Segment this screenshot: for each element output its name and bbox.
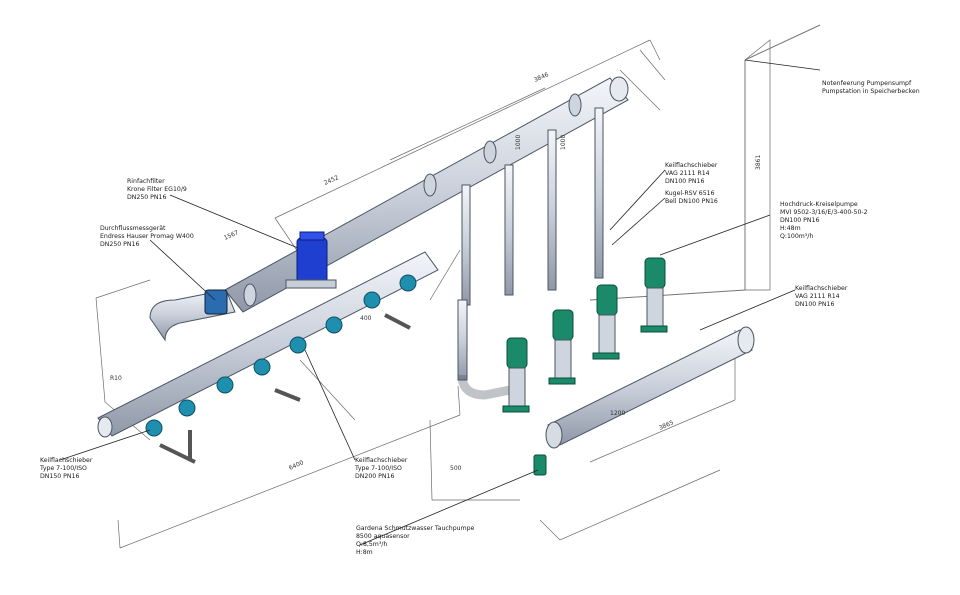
note-gvc-3: DN200 PN16 <box>355 473 394 480</box>
pumps <box>502 257 668 413</box>
dim-short-a: 1000 <box>515 135 522 150</box>
note-filter-2: Krone Filter EG10/9 <box>127 186 187 193</box>
pipe-supports <box>159 313 411 464</box>
sump-pump <box>533 454 547 476</box>
dim-vert-1: 3861 <box>755 155 762 170</box>
dim-bottom-long: 6400 <box>288 459 305 472</box>
pump-1 <box>502 337 530 413</box>
dim-short-b: 1000 <box>560 135 567 150</box>
note-bc-2: Bell DN100 PN16 <box>665 198 718 205</box>
note-flowmeter-1: Durchflussmessgerät <box>100 225 166 232</box>
note-gvc-1: Keilflachschieber <box>355 457 408 464</box>
note-bc-1: Kugel-RSV 6516 <box>665 190 715 197</box>
note-gvt-2: VAG 2111 R14 <box>665 170 710 177</box>
note-gvr-1: Keilflachschieber <box>795 285 848 292</box>
note-pump-3: DN100 PN16 <box>780 217 819 224</box>
pump-3 <box>592 284 620 360</box>
note-pump-4: H:48m <box>780 225 801 232</box>
pipe-flanges <box>243 93 582 307</box>
leader-lines <box>59 59 821 546</box>
note-filter-1: Rinfachfilter <box>127 178 165 185</box>
note-sump-1: Gardena Schmutzwasser Tauchpumpe <box>356 525 475 532</box>
note-flowmeter-3: DN250 PN16 <box>100 241 139 248</box>
note-tank-2: Pumpstation in Speicherbecken <box>822 88 920 95</box>
annotation-gate-valve-top: Keilflachschieber VAG 2111 R14 DN100 PN1… <box>665 162 718 185</box>
dim-misc-1: 500 <box>450 465 462 472</box>
dim-misc-3: 1200 <box>610 410 625 417</box>
note-sump-4: H:8m <box>356 549 373 556</box>
pump-4 <box>640 257 668 333</box>
dim-small-1: 1567 <box>223 229 240 242</box>
annotation-sump-pump: Gardena Schmutzwasser Tauchpumpe 8500 aq… <box>356 525 475 556</box>
note-gvl-3: DN150 PN16 <box>40 473 79 480</box>
annotation-tank-feed: Notenfeerung Pumpensumpf Pumpstation in … <box>822 80 920 95</box>
annotation-flowmeter: Durchflussmessgerät Endress Hauser Proma… <box>100 225 194 248</box>
note-pump-5: Q:100m³/h <box>780 233 813 240</box>
note-sump-2: 8500 aquasensor <box>356 533 410 540</box>
note-flowmeter-2: Endress Hauser Promag W400 <box>100 233 194 240</box>
dim-right-bottom: 3865 <box>658 419 675 432</box>
annotation-ball-check: Kugel-RSV 6516 Bell DN100 PN16 <box>665 190 718 205</box>
vertical-risers <box>457 107 604 400</box>
pump-2 <box>548 309 576 385</box>
note-sump-3: Q:8,5m³/h <box>356 541 387 548</box>
annotation-filter: Rinfachfilter Krone Filter EG10/9 DN250 … <box>127 178 187 201</box>
filter-body <box>285 231 337 289</box>
annotation-gate-valve-center: Keilflachschieber Type 7-100/ISO DN200 P… <box>354 457 408 480</box>
note-gvr-3: DN100 PN16 <box>795 301 834 308</box>
note-gvl-2: Type 7-100/ISO <box>39 465 87 472</box>
dim-r-a: R10 <box>110 375 122 382</box>
tank-frame-lines <box>589 24 821 301</box>
note-pump-1: Hochdruck-Kreiselpumpe <box>780 201 858 208</box>
note-gvr-2: VAG 2111 R14 <box>795 293 840 300</box>
note-pump-2: MVI 9502-3/16/E/3-400-50-2 <box>780 209 868 216</box>
dim-misc-2: 400 <box>360 315 372 322</box>
main-header-pipe <box>224 76 629 313</box>
annotation-gate-valve-left: Keilflachschieber Type 7-100/ISO DN150 P… <box>39 457 93 480</box>
lower-manifold-pipe <box>97 251 439 438</box>
dimension-lines <box>95 39 771 549</box>
note-tank-1: Notenfeerung Pumpensumpf <box>822 80 912 87</box>
manifold-valves <box>145 274 417 437</box>
annotation-pump: Hochdruck-Kreiselpumpe MVI 9502-3/16/E/3… <box>780 201 868 240</box>
note-gvc-2: Type 7-100/ISO <box>354 465 402 472</box>
note-gvt-1: Keilflachschieber <box>665 162 718 169</box>
annotation-gate-valve-right: Keilflachschieber VAG 2111 R14 DN100 PN1… <box>795 285 848 308</box>
note-gvl-1: Keilflachschieber <box>40 457 93 464</box>
lower-right-collector-pipe <box>545 326 755 449</box>
dim-top-long: 3846 <box>533 71 550 84</box>
note-filter-3: DN250 PN16 <box>127 194 166 201</box>
note-gvt-3: DN100 PN16 <box>665 178 704 185</box>
dim-mid: 2452 <box>323 174 340 187</box>
